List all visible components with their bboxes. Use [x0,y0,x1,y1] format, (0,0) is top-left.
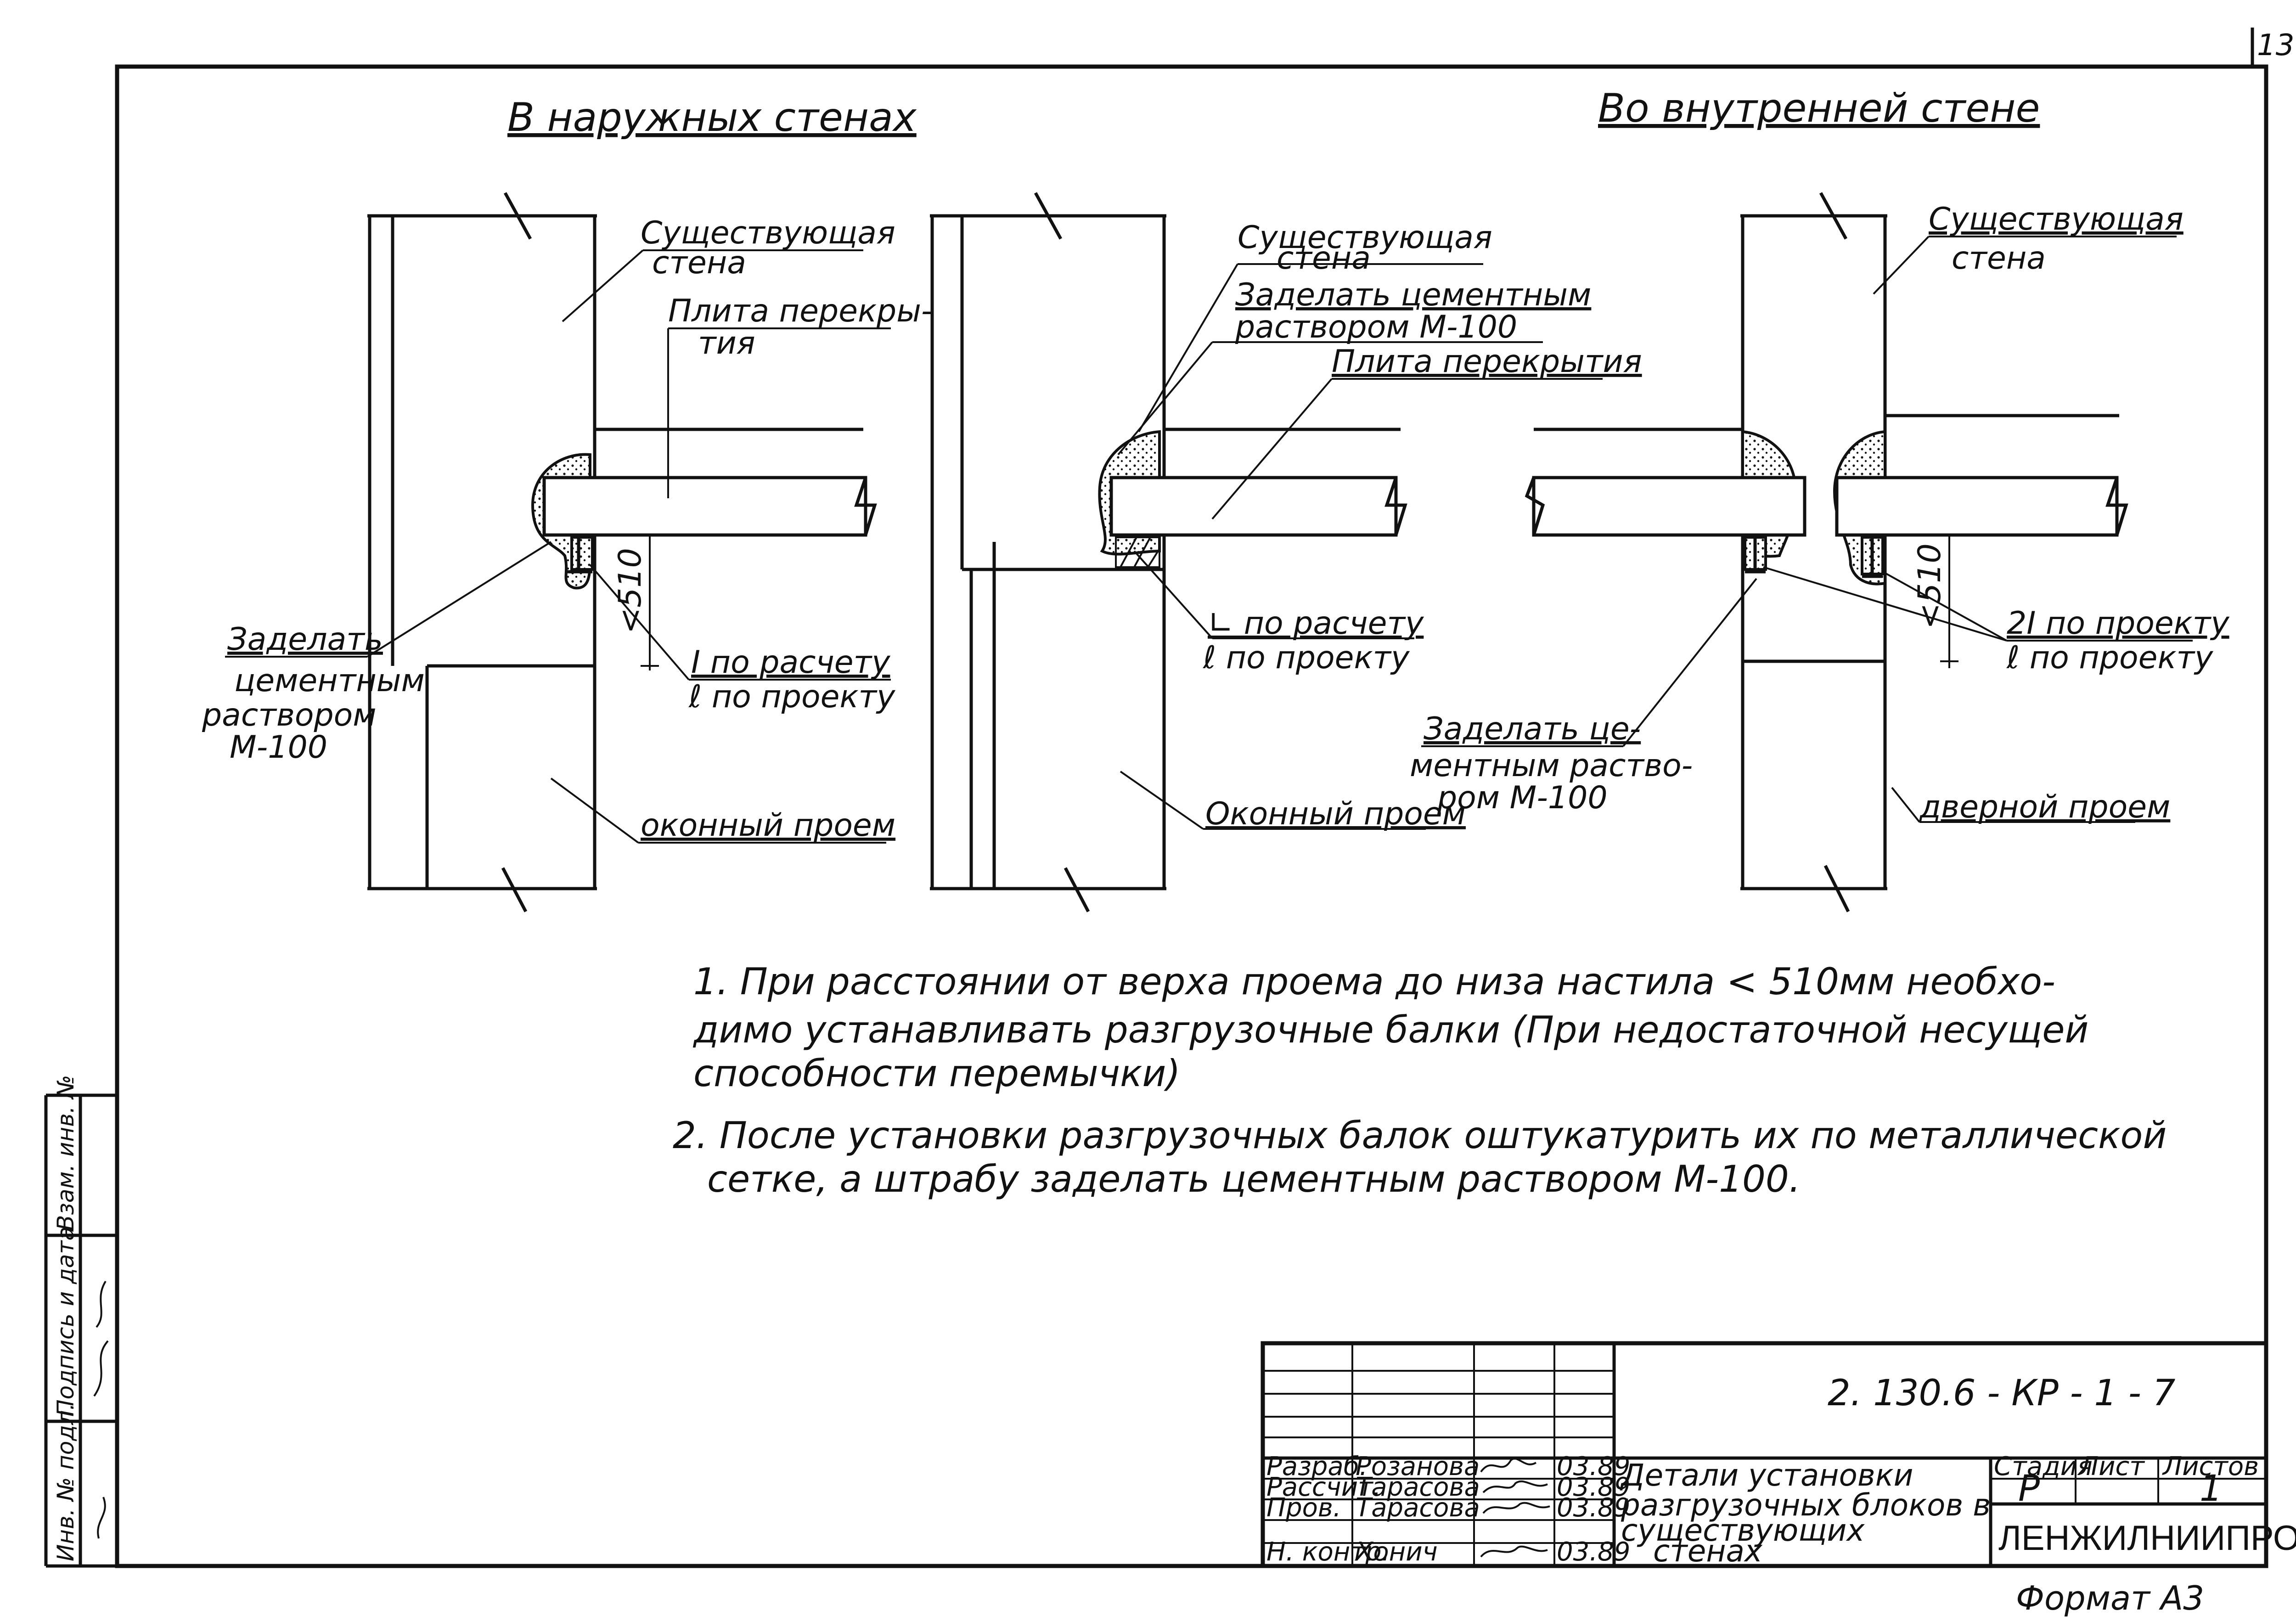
tb-date-2: 03.89 [1557,1493,1630,1523]
heading-outer-walls: В наружных стенах [507,95,917,141]
heading-inner-wall: Во внутренней стене [1598,85,2040,131]
detail-1: <510 [225,192,891,912]
tb-name-0: Розанова [1356,1452,1480,1481]
tb-name-3: Хонич [1354,1537,1438,1567]
label-existing-wall-2: Существующая стена [1238,220,1502,276]
organization-name: ЛЕНЖИЛНИИПРОЕКТ [1998,1519,2296,1558]
notes: 1. При расстоянии от верха проема до низ… [673,960,2178,1200]
label-seal-mortar-2: Заделать цементным раствором М-100 [1235,277,1601,345]
label-seal-mortar-1: Заделать цементным раствором М-100 [202,621,434,766]
label-door-opening-3: дверной проем [1919,789,2170,825]
tb-role-2: Пров. [1266,1493,1341,1523]
tb-role-0: Разраб. [1266,1452,1367,1481]
side-stamp: Инв. № подл. Подпись и дата Взам. инв. № [44,1075,119,1568]
drawing-title: Детали установки разгрузочных блоков в с… [1620,1458,2000,1569]
doc-code: 2. 130.6 - КР - 1 - 7 [1828,1373,2175,1414]
tb-sheets-header: Листов [2162,1452,2259,1481]
sheet-frame [115,64,2268,1568]
tb-name-1: Тарасова [1356,1472,1480,1502]
detail-2 [930,192,1603,912]
label-window-opening-1: оконный проем [641,807,895,844]
dim-label-1: <510 [612,548,648,634]
format-label: Формат А3 [2016,1579,2204,1617]
tb-stage-header: Стадия [1994,1452,2093,1481]
stamp-sign-label: Подпись и дата [52,1227,79,1417]
label-beam-3: 2I по проекту ℓ по проекту [2006,605,2239,676]
page-number: 13 [2257,28,2294,62]
tb-date-0: 03.89 [1557,1452,1630,1481]
title-block [1261,1341,2268,1568]
label-existing-wall-1: Существующая стена [641,215,905,281]
label-beam-2: ∟ по расчету ℓ по проекту [1203,605,1434,676]
tb-date-3: 03.89 [1557,1537,1630,1567]
label-slab-1: Плита перекры- тия [668,293,942,361]
label-beam-1: I по расчету ℓ по проекту [688,644,900,715]
dim-label-3: <510 [1912,543,1948,629]
tb-role-3: Н. контр. [1266,1537,1390,1567]
label-slab-2: Плита перекрытия [1332,344,1642,380]
tb-name-2: Тарасова [1356,1493,1480,1523]
tb-stage-value: Р [2018,1468,2040,1509]
detail-3: <510 [1421,192,2193,912]
tb-sheet-header: Лист [2078,1452,2145,1481]
tb-role-1: Рассчит. [1266,1472,1381,1502]
label-seal-mortar-3: Заделать це- ментным раство- ром М-100 [1410,711,1703,816]
stamp-inv-label: Инв. № подл. [52,1403,79,1561]
tb-date-1: 03.89 [1557,1472,1630,1502]
label-window-opening-2: Оконный проем [1205,796,1466,832]
label-existing-wall-3: Существующая стена [1929,201,2193,276]
stamp-vzam-label: Взам. инв. № [52,1075,79,1231]
tb-sheets-value: 1 [2200,1468,2223,1509]
